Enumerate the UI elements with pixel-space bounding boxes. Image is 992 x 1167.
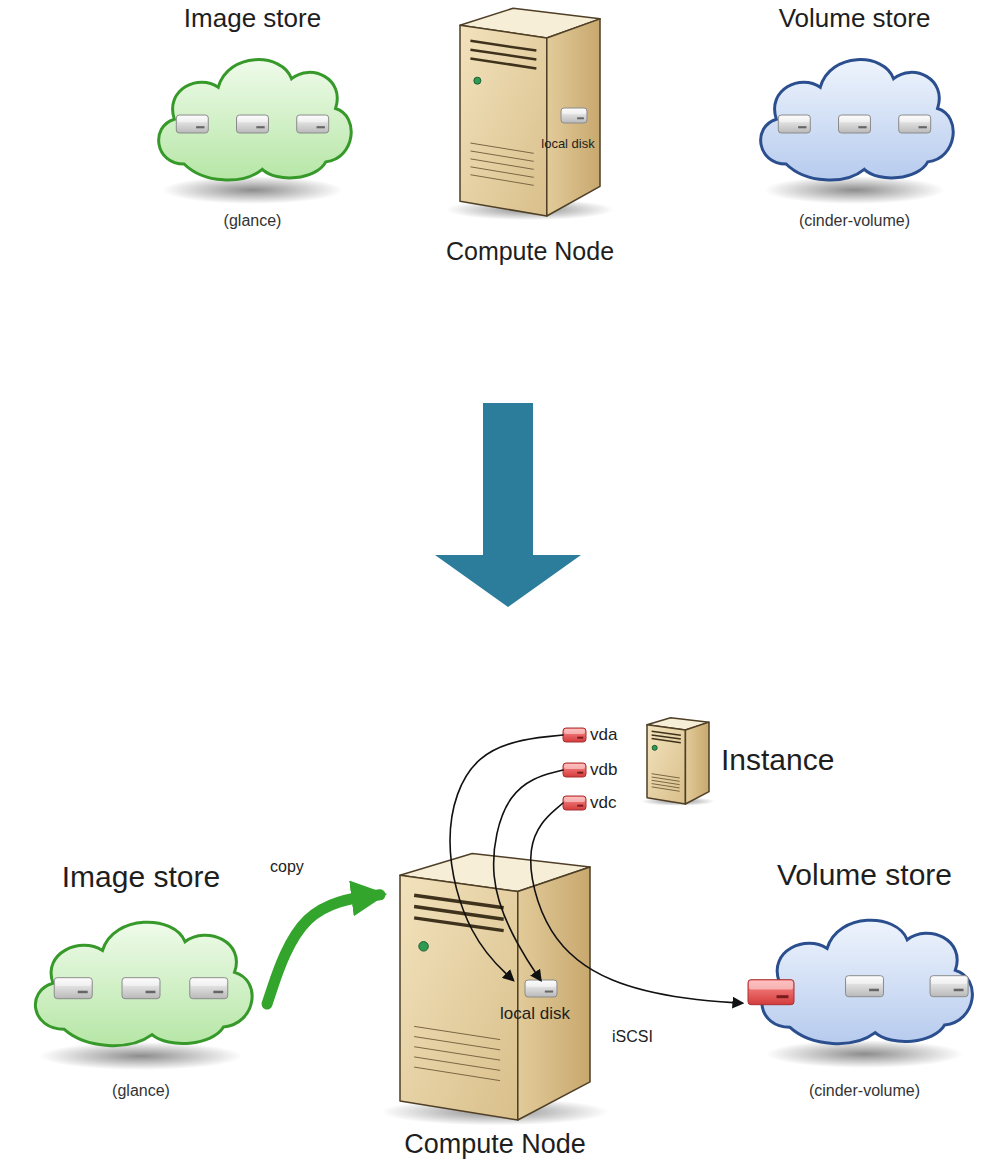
- node-label: local disk: [541, 137, 594, 152]
- store-title: Volume store: [779, 4, 931, 34]
- disk-icon: [525, 980, 557, 997]
- cloud-shadow: [162, 176, 343, 204]
- image-store-cloud: Image store (glance): [140, 4, 365, 230]
- node-label: Instance: [721, 743, 834, 778]
- disk-icon: [561, 108, 587, 123]
- cloud-shadow: [766, 1040, 963, 1068]
- virtual-disk: vdc: [563, 790, 622, 816]
- edge-label: iSCSI: [610, 1028, 655, 1046]
- node-label: vda: [590, 725, 617, 745]
- local-disk: local disk: [530, 108, 606, 152]
- store-title: Volume store: [777, 858, 952, 893]
- volume-disk-icon: [563, 763, 586, 777]
- cloud-shadow: [39, 1042, 242, 1070]
- volume-disk-icon: [563, 796, 586, 810]
- image-store-cloud: Image store (glance): [15, 860, 267, 1100]
- disk-icon: [176, 115, 208, 133]
- instance-server: Instance: [645, 712, 850, 808]
- node-outline: [380, 848, 610, 1160]
- volume-store-cloud: Volume store (cinder-volume): [742, 4, 967, 230]
- node-outline: [15, 860, 267, 1100]
- disk-icon: [297, 115, 329, 133]
- storage-cloud: [761, 60, 954, 180]
- server-tower: [446, 8, 614, 220]
- node-outline: [140, 4, 365, 230]
- disk-icon: [122, 978, 160, 999]
- store-caption: (glance): [112, 1082, 170, 1100]
- disk-icon: [778, 115, 810, 133]
- store-caption: (cinder-volume): [799, 212, 910, 230]
- server-tower: [641, 718, 715, 806]
- cloud-shadow: [764, 176, 945, 204]
- store-title: Image store: [62, 860, 220, 895]
- transition-arrow: [435, 403, 581, 607]
- disk-icon: [899, 115, 931, 133]
- store-caption: (glance): [224, 212, 282, 230]
- server-tower: [381, 853, 609, 1125]
- node-outline: [430, 4, 630, 266]
- disk-icon: [846, 976, 884, 997]
- edge-label: copy: [268, 858, 306, 876]
- compute-node-server: Compute Node local disk: [430, 4, 630, 266]
- disk-icon: [54, 978, 92, 999]
- node-label: Compute Node: [446, 237, 614, 266]
- store-caption: (cinder-volume): [809, 1082, 920, 1100]
- node-label: local disk: [500, 1004, 570, 1024]
- compute-node-server: Compute Node local disk: [380, 848, 610, 1160]
- copy-arrow: [267, 895, 380, 1004]
- edge-label-holder: iSCSI: [610, 1028, 655, 1046]
- node-outline: [742, 4, 967, 230]
- disk-icon: [237, 115, 269, 133]
- node-outline: [742, 858, 987, 1100]
- virtual-disk: vda: [563, 722, 623, 748]
- disk-icon: [930, 976, 968, 997]
- store-title: Image store: [184, 4, 321, 34]
- local-disk: local disk: [480, 980, 590, 1024]
- node-label: vdb: [590, 760, 617, 780]
- virtual-disk: vdb: [563, 757, 623, 783]
- volume-disk-icon: [563, 728, 586, 742]
- disk-icon: [839, 115, 871, 133]
- disk-icon: [190, 978, 228, 999]
- node-label: Compute Node: [404, 1129, 586, 1160]
- volume-store-cloud: Volume store (cinder-volume): [742, 858, 987, 1100]
- edge-label-holder: copy: [268, 858, 306, 876]
- storage-cloud: [159, 60, 352, 180]
- storage-cloud: [35, 922, 252, 1045]
- node-label: vdc: [590, 793, 616, 813]
- volume-disk-icon: [748, 980, 794, 1005]
